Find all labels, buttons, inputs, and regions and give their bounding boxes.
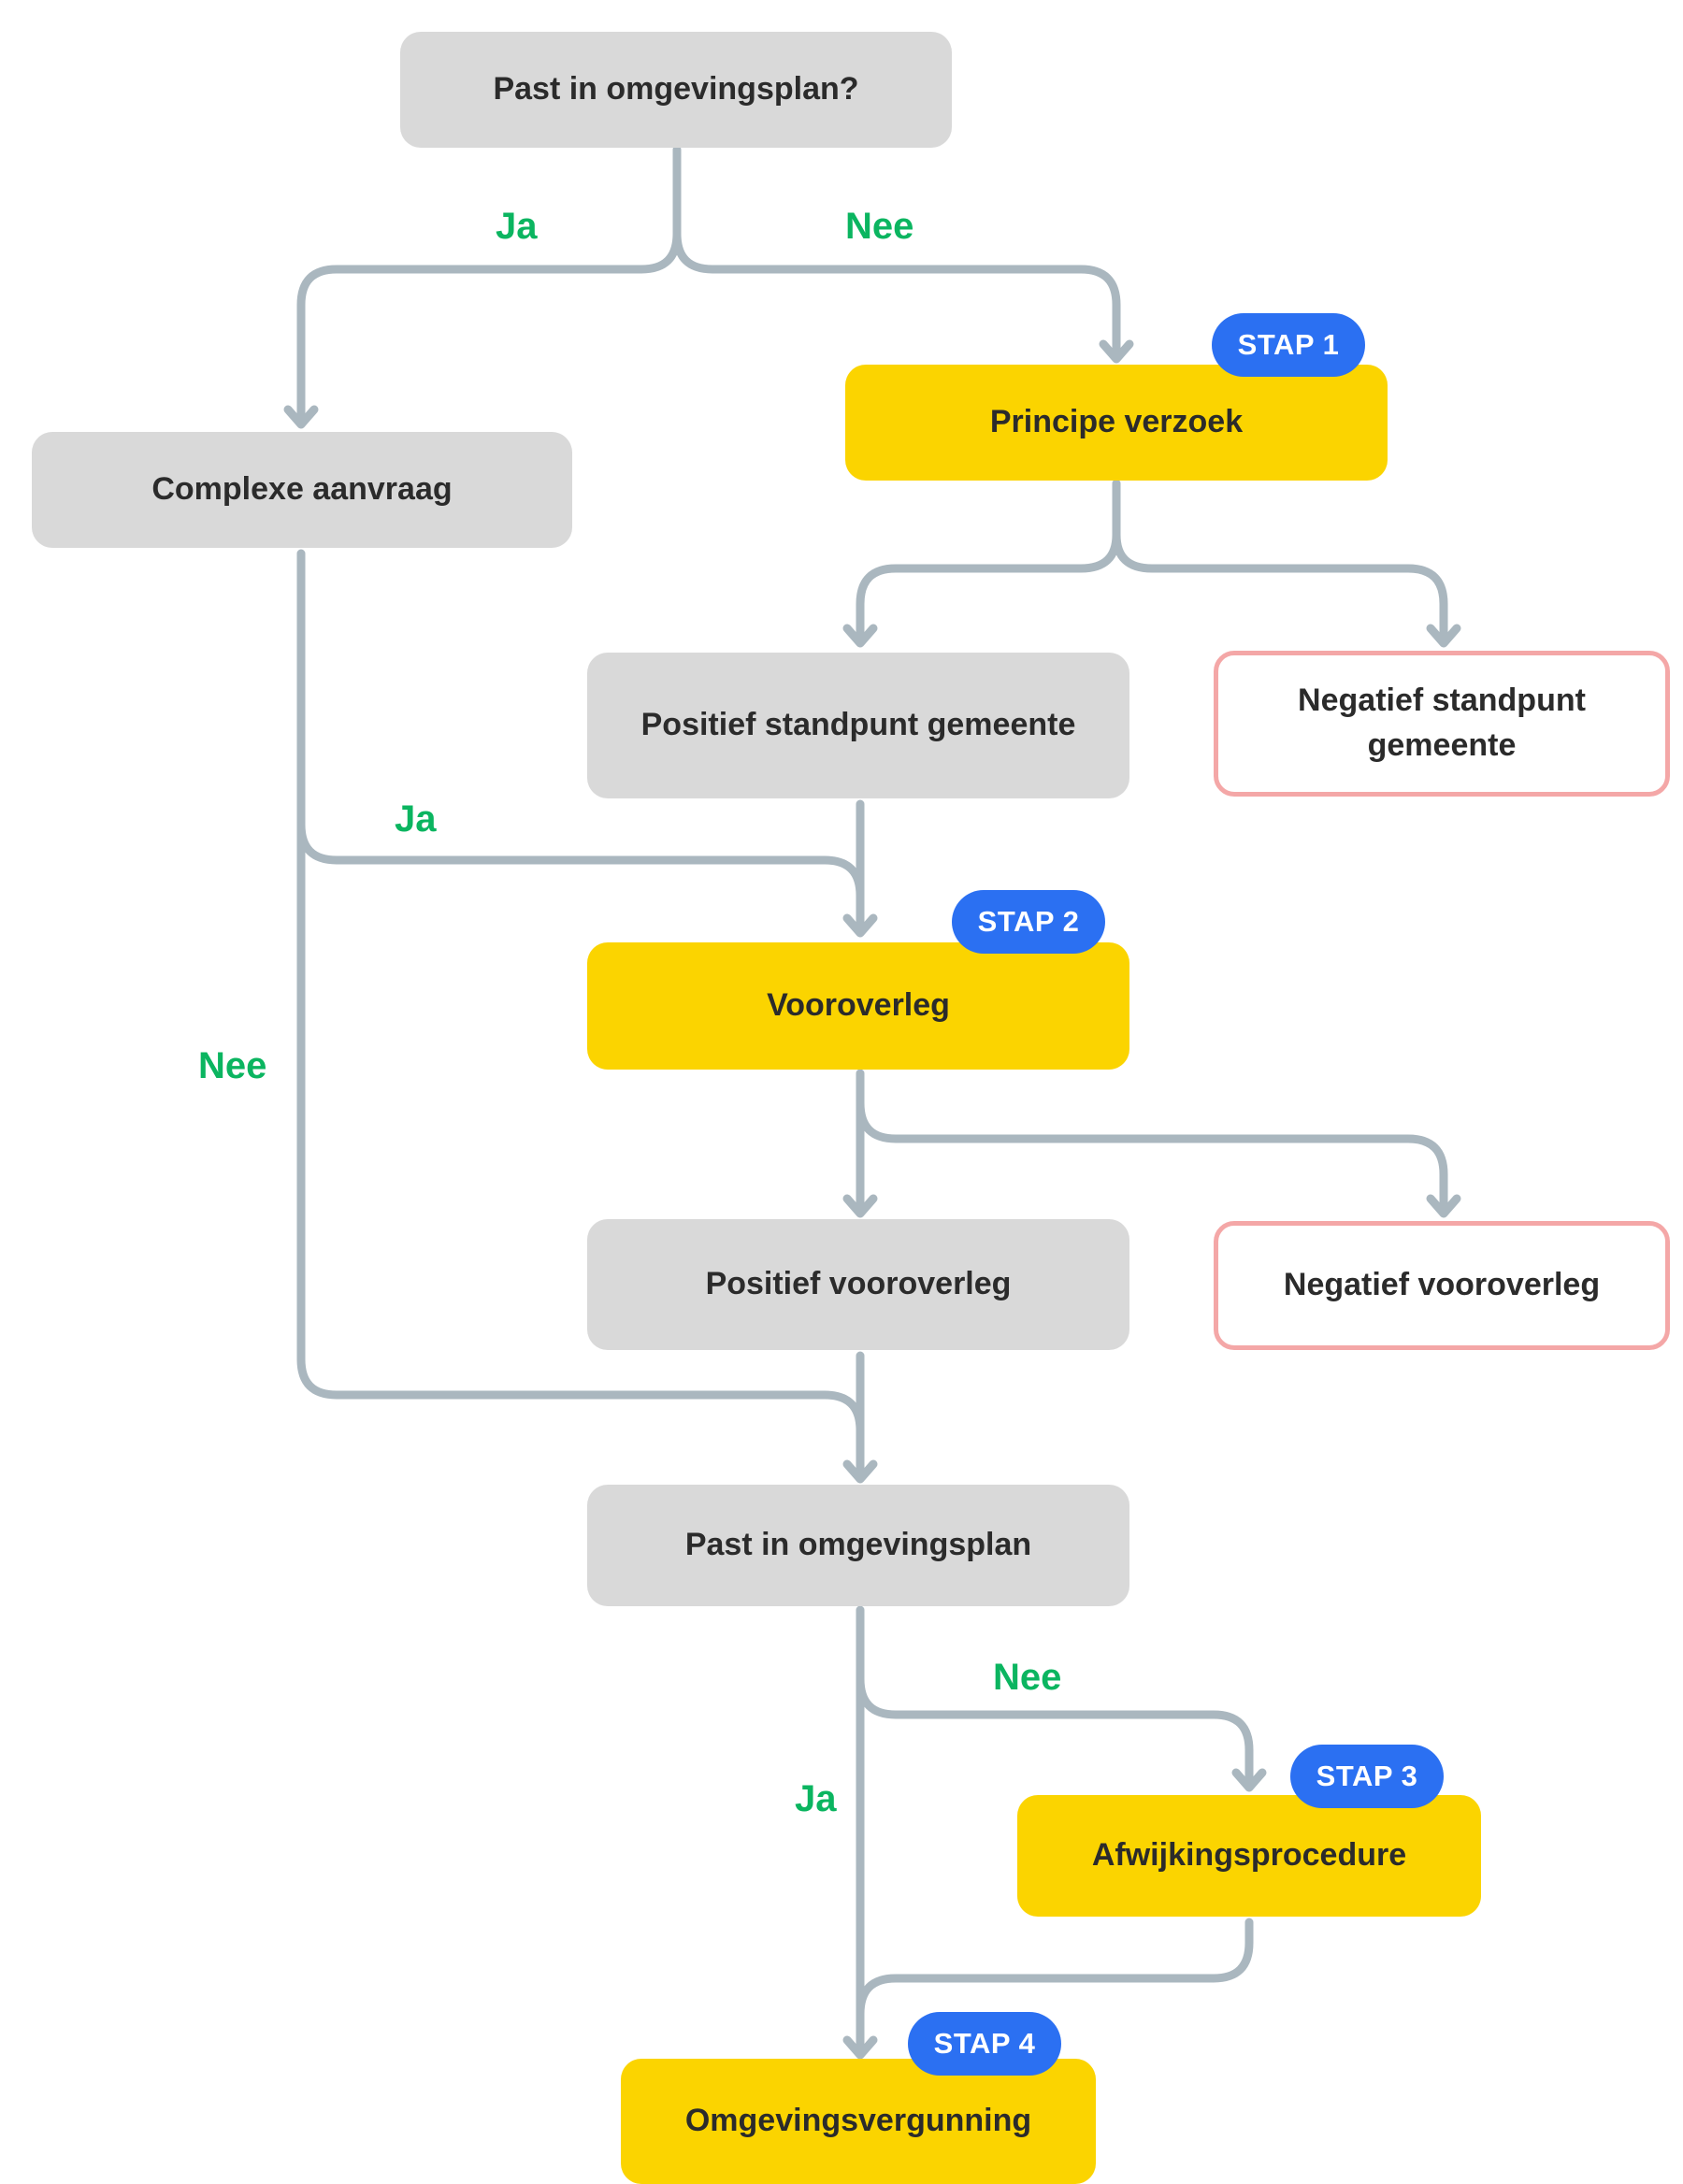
node-label: Omgevingsvergunning <box>684 2103 1032 2139</box>
edge-vooroverleg-to-negatief <box>856 1099 1448 1216</box>
arrowhead-past <box>842 1459 878 1484</box>
edge-principe-to-negatief <box>1112 530 1448 646</box>
node-label: Positief standpunt gemeente <box>640 707 1076 743</box>
node-afwijkingsprocedure: Afwijkingsprocedure <box>1017 1795 1481 1917</box>
arrowhead-negatief-standpunt <box>1426 624 1461 648</box>
node-label: Negatief vooroverleg <box>1283 1267 1601 1303</box>
arrowhead-vooroverleg <box>842 913 878 938</box>
label-ja-top: Ja <box>496 206 538 247</box>
edge-principe-to-positief <box>856 479 1121 646</box>
arrowhead-negatief-vooroverleg <box>1426 1194 1461 1218</box>
node-past-in-omgevingsplan: Past in omgevingsplan <box>587 1485 1129 1606</box>
node-label: Vooroverleg <box>767 987 950 1024</box>
label-nee-top: Nee <box>845 206 914 247</box>
node-omgevingsvergunning: Omgevingsvergunning <box>621 2059 1096 2184</box>
edge-top-to-principe <box>672 229 1121 362</box>
label-ja-bottom: Ja <box>795 1778 837 1819</box>
node-label: Positief vooroverleg <box>705 1266 1012 1302</box>
edge-top-to-complexe <box>296 145 682 427</box>
node-label-line-1: Negatief standpunt <box>1298 682 1586 719</box>
badge-stap-1: STAP 1 <box>1212 313 1365 377</box>
label-ja-middle: Ja <box>395 798 437 840</box>
node-label: Past in omgevingsplan? <box>493 71 859 108</box>
node-label-line-2: gemeente <box>1367 727 1517 763</box>
badge-stap-4: STAP 4 <box>908 2012 1061 2076</box>
node-label: Complexe aanvraag <box>151 471 453 508</box>
node-negatief-standpunt-gemeente: Negatief standpunt gemeente <box>1214 651 1670 797</box>
badge-stap-2: STAP 2 <box>952 890 1105 954</box>
node-principe-verzoek: Principe verzoek <box>845 365 1388 481</box>
edge-afwijking-to-omgevings <box>856 1918 1254 2058</box>
node-label: Afwijkingsprocedure <box>1091 1837 1407 1874</box>
edge-past-nee <box>856 1674 1254 1790</box>
node-vooroverleg: Vooroverleg <box>587 942 1129 1070</box>
arrowhead-positief-vooroverleg <box>842 1194 878 1218</box>
label-nee-bottom: Nee <box>993 1657 1062 1698</box>
node-past-in-omgevingsplan-vraag: Past in omgevingsplan? <box>400 32 952 148</box>
node-negatief-vooroverleg: Negatief vooroverleg <box>1214 1221 1670 1350</box>
arrowhead-complexe <box>283 405 319 429</box>
node-label: Past in omgevingsplan <box>684 1527 1032 1563</box>
node-positief-standpunt-gemeente: Positief standpunt gemeente <box>587 653 1129 798</box>
arrowhead-omgevings <box>842 2035 878 2060</box>
node-complexe-aanvraag: Complexe aanvraag <box>32 432 572 548</box>
badge-stap-3: STAP 3 <box>1290 1745 1444 1808</box>
arrowhead-principe <box>1099 339 1134 364</box>
edge-complexe-nee <box>296 820 865 1482</box>
arrowhead-positief-standpunt <box>842 624 878 648</box>
arrowhead-afwijking <box>1231 1768 1267 1792</box>
label-nee-left: Nee <box>198 1045 267 1086</box>
node-positief-vooroverleg: Positief vooroverleg <box>587 1219 1129 1350</box>
node-label: Principe verzoek <box>989 404 1244 440</box>
